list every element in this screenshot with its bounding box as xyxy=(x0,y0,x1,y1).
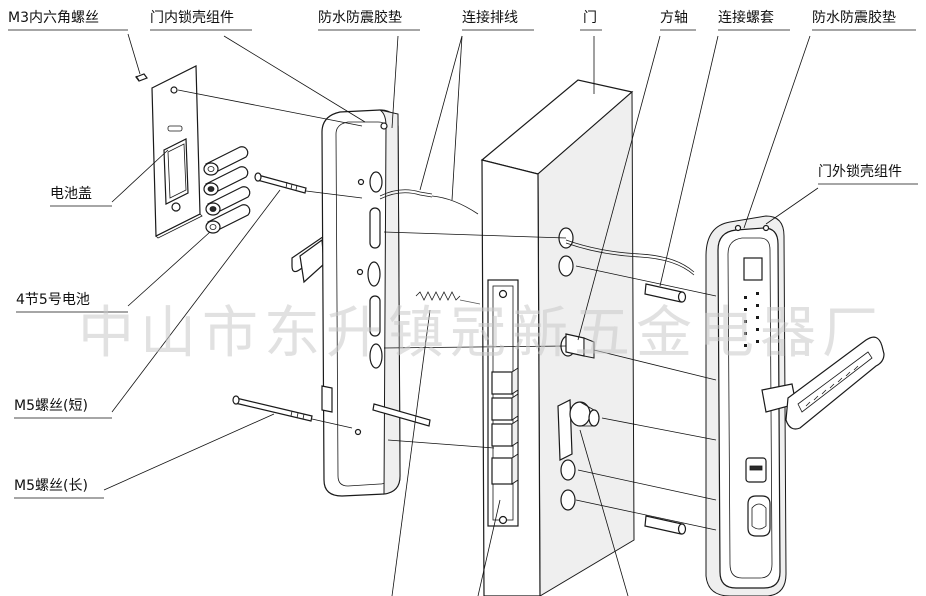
label-door: 门 xyxy=(583,10,597,26)
m5-long-screw-part xyxy=(232,395,313,422)
ribbon-cable-part xyxy=(379,189,695,276)
label-waterproof-pad-right: 防水防震胶垫 xyxy=(812,9,896,26)
rod-part xyxy=(372,403,431,427)
label-battery-cover: 电池盖 xyxy=(50,186,92,202)
m3-screw-part xyxy=(135,73,148,82)
label-m5-long: M5螺丝(长) xyxy=(14,478,88,494)
aa-batteries-part xyxy=(203,146,251,234)
label-m5-short: M5螺丝(短) xyxy=(14,398,88,414)
label-outer-lock-assembly: 门外锁壳组件 xyxy=(818,163,902,180)
label-connecting-sleeve: 连接螺套 xyxy=(718,9,774,26)
label-inner-lock-assembly: 门内锁壳组件 xyxy=(150,9,234,26)
label-waterproof-pad-left: 防水防震胶垫 xyxy=(318,9,402,26)
m5-short-screw-part xyxy=(254,172,307,194)
label-m3-screw: M3内六角螺丝 xyxy=(8,10,99,26)
label-square-shaft: 方轴 xyxy=(660,10,688,26)
inner-lock-assembly-part xyxy=(291,109,401,497)
outer-lock-assembly-part xyxy=(705,215,885,596)
battery-cover-part xyxy=(151,65,203,239)
spring-part xyxy=(415,291,481,305)
label-ribbon-cable: 连接排线 xyxy=(462,9,518,26)
connecting-sleeve-part xyxy=(644,283,687,535)
alignment-lines xyxy=(177,89,717,531)
watermark: 中山市东升镇冠新五金电器厂 xyxy=(78,301,884,366)
label-leaders xyxy=(103,33,819,596)
label-aa-batteries: 4节5号电池 xyxy=(16,292,90,308)
labels: M3内六角螺丝 门内锁壳组件 防水防震胶垫 连接排线 门 方轴 连接螺套 防水防… xyxy=(8,9,918,499)
